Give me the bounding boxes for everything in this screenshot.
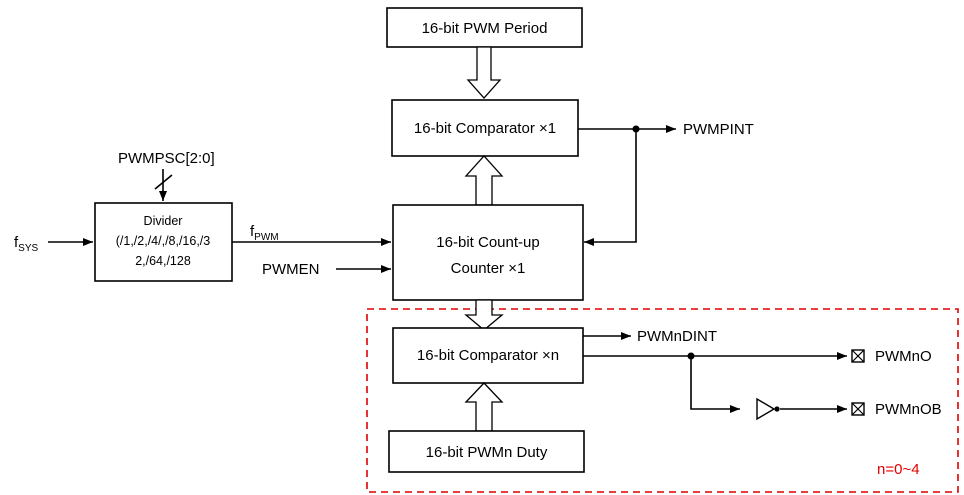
period-label: 16-bit PWM Period <box>422 20 548 37</box>
pwmnob-pin-icon <box>851 402 865 416</box>
pwmpsc-bus-slash <box>154 174 173 190</box>
duty-block <box>388 430 585 473</box>
divider-title: Divider <box>144 214 183 228</box>
channel-range-label: n=0~4 <box>877 461 920 478</box>
fsys-label: fSYS <box>14 234 39 254</box>
pwmndint-label: PWMnDINT <box>637 328 717 345</box>
fpwm-label: fPWM <box>250 223 279 243</box>
comparator1-block <box>391 99 579 157</box>
pwmnob-wire-a <box>690 356 740 413</box>
counter-to-comparatorn-arrow <box>464 299 504 331</box>
divider-line2: 2,/64,/128 <box>135 254 191 268</box>
comparatorn-label: 16-bit Comparator ×n <box>417 347 559 364</box>
channel-region <box>366 308 959 493</box>
counter-block <box>392 204 584 301</box>
comparatorn-block <box>392 327 584 384</box>
feedback-wire <box>584 129 637 246</box>
pwmpint-label: PWMPINT <box>683 121 754 138</box>
duty-label: 16-bit PWMn Duty <box>426 444 548 461</box>
counter-to-comparator1-arrow <box>464 155 504 206</box>
counter-label-line1: 16-bit Count-up <box>436 234 539 251</box>
comparator1-label: 16-bit Comparator ×1 <box>414 120 556 137</box>
pwmpsc-label: PWMPSC[2:0] <box>118 150 215 167</box>
period-block <box>386 7 583 48</box>
pwmno-pin-icon <box>851 349 865 363</box>
period-to-comparator-arrow <box>466 46 502 99</box>
pwmnob-label: PWMnOB <box>875 401 942 418</box>
pwmno-label: PWMnO <box>875 348 932 365</box>
duty-to-comparatorn-arrow <box>464 382 504 432</box>
inverter-icon <box>756 397 780 421</box>
pwmen-label: PWMEN <box>262 261 320 278</box>
divider-line1: (/1,/2,/4/,/8,/16,/3 <box>116 234 211 248</box>
counter-label-line2: Counter ×1 <box>451 260 526 277</box>
